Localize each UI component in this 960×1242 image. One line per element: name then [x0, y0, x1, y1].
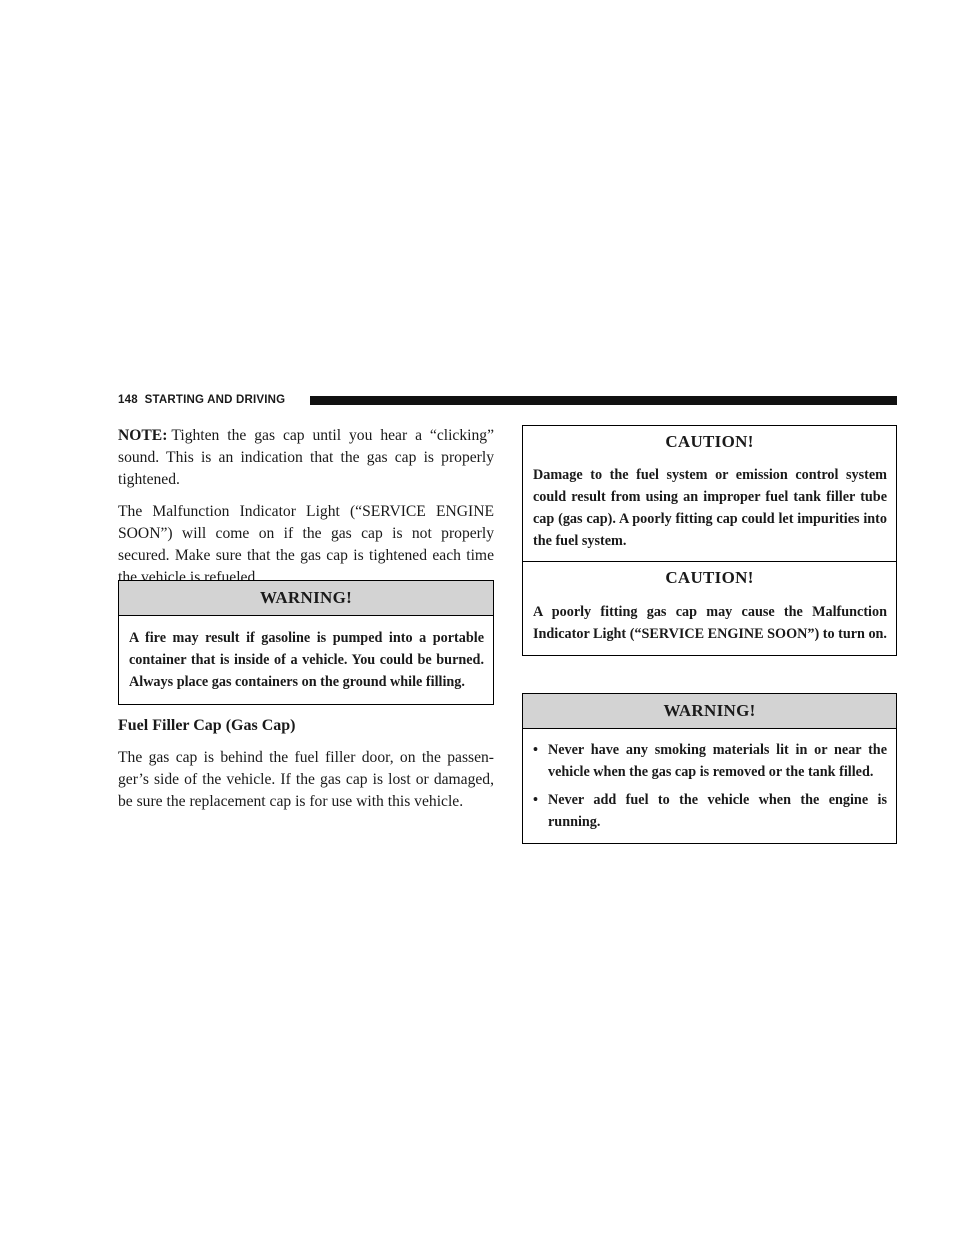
page-header-label: 148 STARTING AND DRIVING: [118, 393, 285, 407]
caution-body: Damage to the fuel system or emission co…: [533, 467, 887, 549]
caution-box-indicator: CAUTION! A poorly fitting gas cap may ca…: [522, 561, 897, 656]
caution-body: A poorly fitting gas cap may cause the M…: [533, 604, 887, 642]
bullet-icon: •: [533, 742, 538, 758]
warning-item-text: Never add fuel to the vehicle when the e…: [548, 792, 887, 830]
warning-box-fire: WARNING! A fire may result if gasoline i…: [118, 580, 494, 705]
warning-item-text: Never have any smoking materials lit in …: [548, 742, 887, 780]
left-column: NOTE:Tighten the gas cap until you hear …: [118, 425, 494, 810]
warning-list-item: • Never add fuel to the vehicle when the…: [533, 789, 887, 833]
caution-title: CAUTION!: [665, 432, 754, 451]
note-text: Tighten the gas cap until you hear a “cl…: [118, 427, 494, 488]
warning-body: A fire may result if gasoline is pumped …: [129, 630, 484, 690]
warning-title: WARNING!: [523, 694, 896, 729]
warning-list: • Never have any smoking materials lit i…: [523, 729, 896, 843]
page-header: 148 STARTING AND DRIVING: [118, 393, 897, 407]
caution-box-fuel-system: CAUTION! Damage to the fuel system or em…: [522, 425, 897, 562]
gas-cap-paragraph: The gas cap is behind the fuel filler do…: [118, 749, 494, 810]
warning-title: WARNING!: [119, 581, 493, 616]
mil-paragraph: The Malfunction Indicator Light (“SERVIC…: [118, 503, 494, 586]
note-label: NOTE:: [118, 427, 168, 444]
header-rule: [310, 396, 897, 405]
warning-list-item: • Never have any smoking materials lit i…: [533, 739, 887, 783]
warning-box-smoking: WARNING! • Never have any smoking materi…: [522, 693, 897, 844]
section-subheading: Fuel Filler Cap (Gas Cap): [118, 717, 296, 734]
section-title: STARTING AND DRIVING: [144, 394, 286, 406]
page-number: 148: [118, 394, 138, 406]
bullet-icon: •: [533, 792, 538, 808]
caution-title: CAUTION!: [665, 568, 754, 587]
note-paragraph: NOTE:Tighten the gas cap until you hear …: [118, 425, 494, 491]
